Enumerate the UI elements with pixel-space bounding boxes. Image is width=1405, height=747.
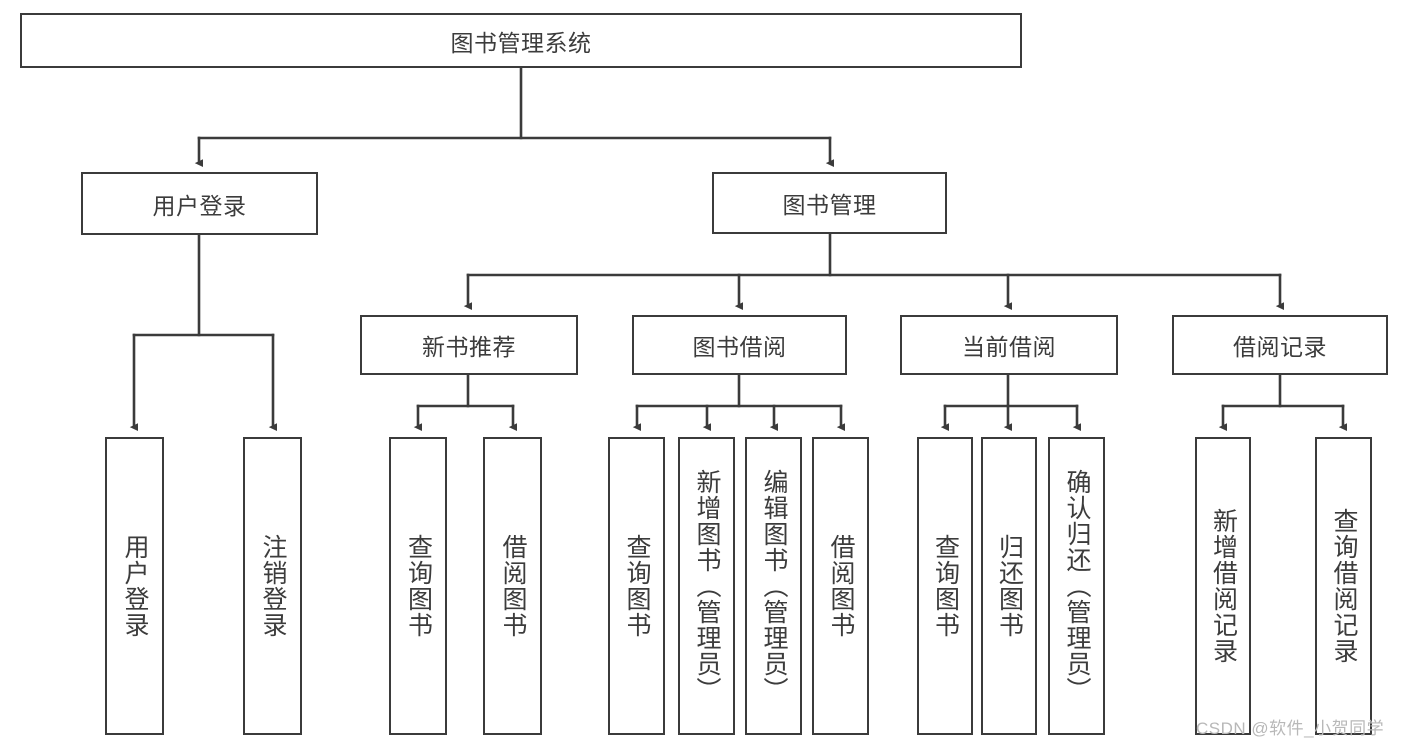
leaf-borrow-book[interactable]: 借阅图书 <box>812 437 869 735</box>
node-label: 编辑图书（管理员） <box>760 469 788 703</box>
node-book-management[interactable]: 图书管理 <box>712 172 947 234</box>
node-label: 用户登录 <box>121 534 149 638</box>
node-label: 查询借阅记录 <box>1330 508 1358 664</box>
node-borrowing-record[interactable]: 借阅记录 <box>1172 315 1388 375</box>
node-user-login[interactable]: 用户登录 <box>81 172 318 235</box>
node-label: 当前借阅 <box>962 334 1056 360</box>
watermark: CSDN @软件_小贺同学 <box>1196 719 1385 738</box>
node-label: 查询图书 <box>404 534 433 638</box>
node-new-book-recommendation[interactable]: 新书推荐 <box>360 315 578 375</box>
node-label: 新增借阅记录 <box>1209 508 1238 664</box>
node-root[interactable]: 图书管理系统 <box>20 13 1022 68</box>
leaf-user-login[interactable]: 用户登录 <box>105 437 164 735</box>
node-label: 新书推荐 <box>422 334 516 360</box>
node-label: 借阅图书 <box>827 534 855 638</box>
leaf-add-borrowing-record[interactable]: 新增借阅记录 <box>1195 437 1251 735</box>
leaf-query-book-current[interactable]: 查询图书 <box>917 437 973 735</box>
leaf-return-book[interactable]: 归还图书 <box>981 437 1037 735</box>
node-label: 归还图书 <box>995 534 1024 638</box>
leaf-borrow-book-recommendation[interactable]: 借阅图书 <box>483 437 542 735</box>
node-label: 图书管理 <box>782 192 877 218</box>
node-label: 注销登录 <box>259 534 287 638</box>
leaf-add-book-admin[interactable]: 新增图书（管理员） <box>678 437 735 735</box>
node-label: 借阅图书 <box>499 534 527 638</box>
leaf-query-book-recommendation[interactable]: 查询图书 <box>389 437 447 735</box>
node-label: 用户登录 <box>152 192 247 219</box>
node-label: 查询图书 <box>623 534 651 638</box>
node-label: 新增图书（管理员） <box>693 469 721 703</box>
leaf-query-book-borrowing[interactable]: 查询图书 <box>608 437 665 735</box>
leaf-edit-book-admin[interactable]: 编辑图书（管理员） <box>745 437 802 735</box>
node-label: 图书管理系统 <box>450 29 592 56</box>
leaf-confirm-return-admin[interactable]: 确认归还（管理员） <box>1048 437 1105 735</box>
node-label: 图书借阅 <box>692 334 787 360</box>
leaf-query-borrowing-record[interactable]: 查询借阅记录 <box>1315 437 1372 735</box>
leaf-logout[interactable]: 注销登录 <box>243 437 302 735</box>
node-label: 借阅记录 <box>1233 334 1327 360</box>
node-label: 查询图书 <box>931 534 960 638</box>
node-label: 确认归还（管理员） <box>1063 469 1091 703</box>
node-current-borrowing[interactable]: 当前借阅 <box>900 315 1118 375</box>
node-book-borrowing[interactable]: 图书借阅 <box>632 315 847 375</box>
